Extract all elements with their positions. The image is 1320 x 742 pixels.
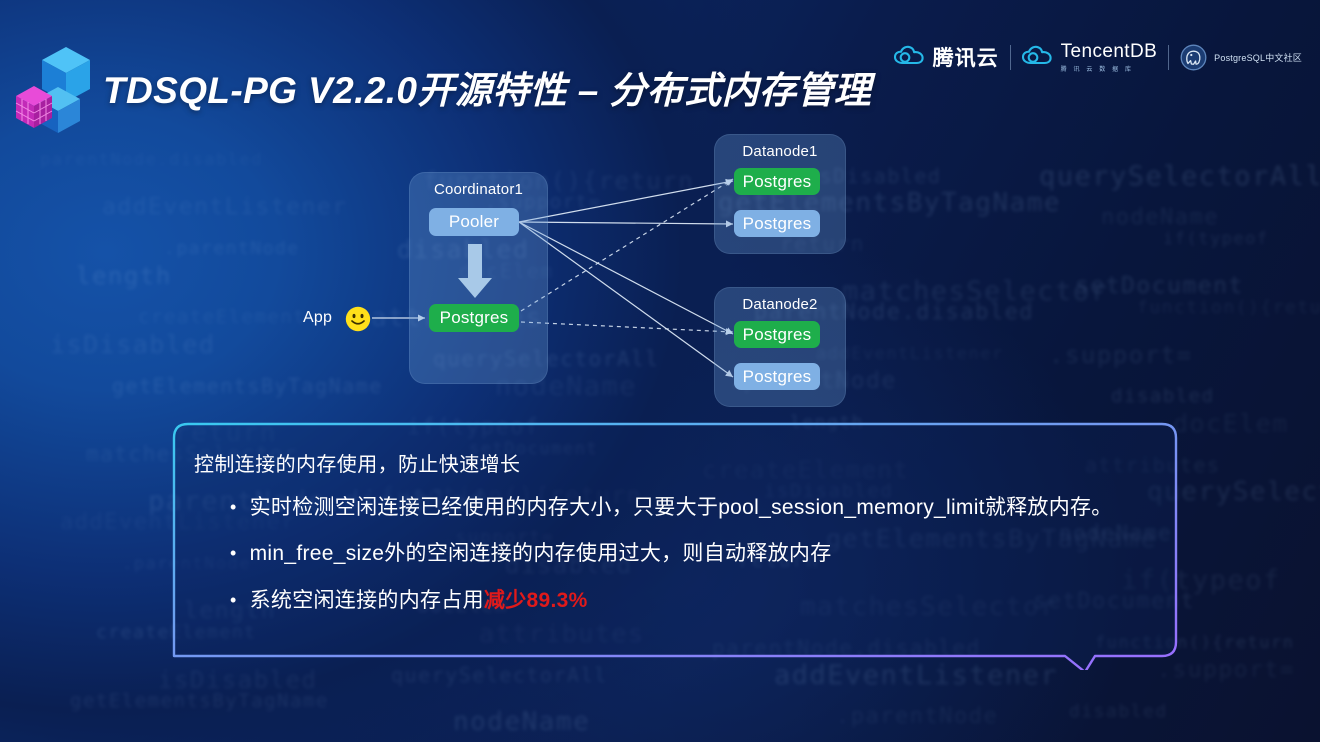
brand-divider	[1009, 44, 1011, 70]
code-text-line: disabled	[1069, 701, 1168, 722]
callout-bullet-item: • min_free_size外的空闲连接的内存使用过大，则自动释放内存	[230, 541, 1156, 567]
connection-lines	[372, 178, 734, 378]
bullet-glyph: •	[230, 497, 237, 517]
coordinator1-pooler[interactable]: Pooler	[429, 208, 519, 236]
brand-tencentdb-sublabel: 腾 讯 云 数 据 库	[1060, 66, 1134, 73]
bullet-glyph: •	[230, 589, 237, 610]
callout-bullet-main-text: 系统空闲连接的内存占用	[249, 588, 484, 612]
callout-box: 控制连接的内存使用，防止快速增长 • 实时检测空闲连接已经使用的内存大小，只要大于…	[160, 420, 1190, 670]
page-title: TDSQL-PG V2.2.0开源特性 – 分布式内存管理	[103, 70, 872, 111]
brand-divider-2	[1168, 44, 1170, 70]
callout-bullet-item: • 实时检测空闲连接已经使用的内存大小，只要大于pool_session_memo…	[230, 495, 1156, 521]
callout-bullet-text: min_free_size外的空闲连接的内存使用过大，则自动释放内存	[250, 541, 832, 567]
coordinator1-title: Coordinator1	[433, 181, 524, 198]
brand-logo-bar: 腾讯云 TencentDB 腾 讯 云 数 据 库 PostgreSQL中文社区	[893, 38, 1302, 76]
tencentdb-cloud-icon	[1021, 45, 1052, 65]
code-text-line: .parentNode	[836, 704, 999, 729]
callout-outline	[172, 422, 1178, 670]
callout-highlight-value: 减少89.3%	[483, 588, 588, 612]
callout-bullet-text: 实时检测空闲连接已经使用的内存大小，只要大于pool_session_memor…	[250, 495, 1113, 521]
code-text-line: isDisabled	[158, 666, 318, 694]
datanode2-postgres-standby[interactable]: Postgres	[734, 363, 820, 390]
brand-tencent-cloud-label: 腾讯云	[932, 47, 999, 70]
bullet-glyph: •	[230, 543, 237, 564]
brand-tencentdb-text: TencentDB 腾 讯 云 数 据 库	[1061, 42, 1158, 73]
code-text-line: getElementsByTagName	[70, 690, 329, 712]
brand-postgresql-label: PostgreSQL中文社区	[1214, 52, 1302, 63]
callout-bullet-text: 系统空闲连接的内存占用减少89.3%	[250, 588, 588, 614]
brand-tencentdb-label: TencentDB	[1060, 40, 1158, 62]
callout-content: 控制连接的内存使用，防止快速增长 • 实时检测空闲连接已经使用的内存大小，只要大于…	[160, 420, 1190, 670]
isometric-cubes-logo	[15, 47, 90, 133]
callout-bullet-item: • 系统空闲连接的内存占用减少89.3%	[230, 588, 1156, 614]
postgresql-elephant-icon	[1180, 44, 1207, 70]
brand-tencent-cloud: 腾讯云	[893, 42, 999, 72]
down-arrow-icon	[458, 244, 492, 298]
datanode1-title: Datanode1	[742, 143, 818, 160]
smiley-face-icon	[345, 306, 371, 332]
datanode2-title: Datanode2	[742, 296, 818, 313]
brand-tencentdb: TencentDB 腾 讯 云 数 据 库	[1021, 42, 1158, 73]
datanode2-postgres-primary[interactable]: Postgres	[734, 321, 820, 348]
callout-heading: 控制连接的内存使用，防止快速增长	[194, 454, 521, 476]
app-label: App	[303, 309, 333, 326]
callout-bullet-list: • 实时检测空闲连接已经使用的内存大小，只要大于pool_session_memo…	[194, 495, 1156, 614]
callout-bullet-main-text: 实时检测空闲连接已经使用的内存大小，只要大于pool_session_memor…	[249, 496, 1113, 519]
datanode1-postgres-primary[interactable]: Postgres	[734, 168, 820, 195]
coordinator1-postgres[interactable]: Postgres	[429, 304, 519, 332]
architecture-diagram: Coordinator1 Pooler Postgres App Datanod…	[303, 134, 846, 407]
brand-postgresql-community: PostgreSQL中文社区	[1180, 44, 1302, 71]
tencent-cloud-icon	[893, 45, 924, 65]
callout-bullet-main-text: min_free_size外的空闲连接的内存使用过大，则自动释放内存	[249, 542, 832, 566]
code-text-line: nodeName	[453, 707, 591, 737]
datanode1-postgres-standby[interactable]: Postgres	[734, 210, 820, 237]
